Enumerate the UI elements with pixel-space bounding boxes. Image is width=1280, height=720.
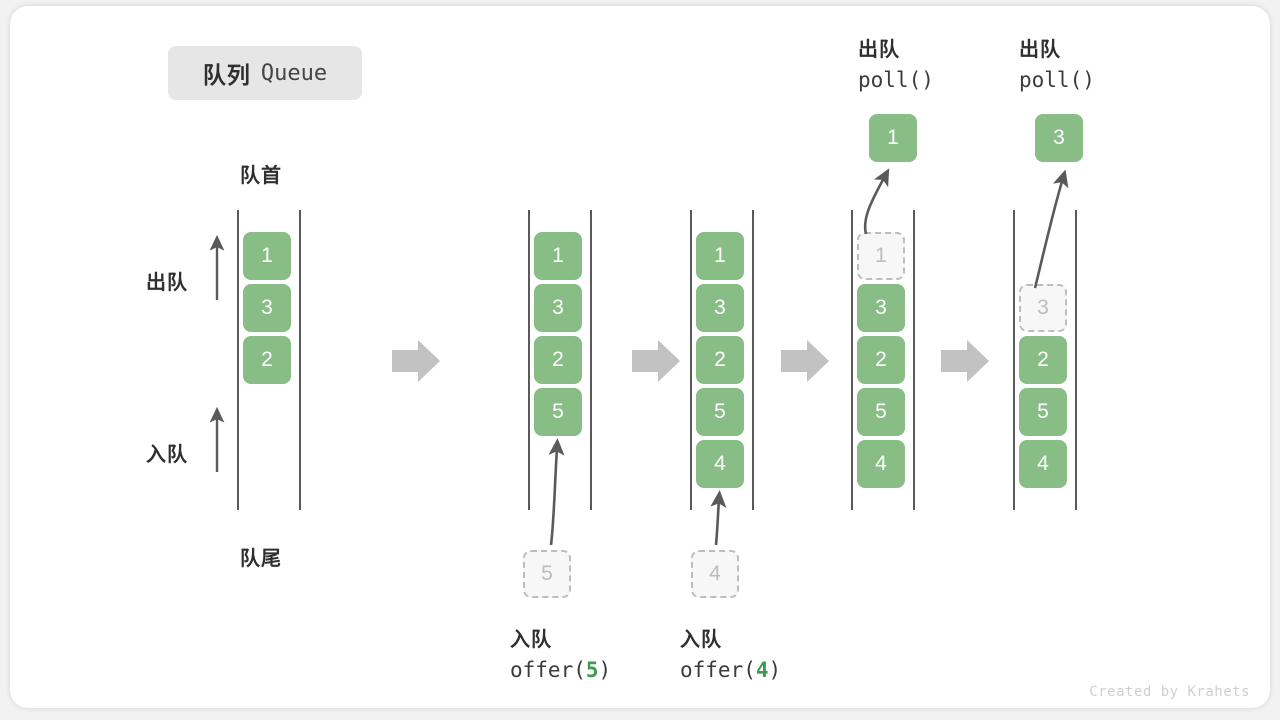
caption-cn-offer-4: 入队: [680, 629, 722, 651]
queue-element: 5: [696, 388, 744, 436]
queue-element: 3: [857, 284, 905, 332]
caption-code-poll-3: poll(): [1019, 68, 1095, 92]
caption-code-poll-1: poll(): [858, 68, 934, 92]
dequeued-element: 1: [869, 114, 917, 162]
queue-rail-left-s4: [851, 210, 853, 510]
code-suffix: ): [768, 658, 782, 682]
queue-element: 5: [534, 388, 582, 436]
queue-element: 1: [243, 232, 291, 280]
queue-element: 5: [857, 388, 905, 436]
caption-code-offer-5: offer(5): [510, 658, 611, 682]
code-prefix: poll(: [1019, 68, 1083, 92]
queue-element-ghost: 1: [857, 232, 905, 280]
queue-element: 3: [696, 284, 744, 332]
code-suffix: ): [598, 658, 612, 682]
diagram-card: [10, 6, 1270, 708]
code-prefix: poll(: [858, 68, 922, 92]
code-prefix: offer(: [680, 658, 756, 682]
queue-element: 2: [1019, 336, 1067, 384]
code-value: 4: [755, 658, 769, 682]
queue-rail-right-s2: [590, 210, 592, 510]
queue-element: 4: [857, 440, 905, 488]
incoming-element-ghost: 4: [691, 550, 739, 598]
queue-element: 1: [696, 232, 744, 280]
queue-rail-left-s5: [1013, 210, 1015, 510]
caption-code-offer-4: offer(4): [680, 658, 781, 682]
title-badge: 队列 Queue: [168, 46, 362, 100]
queue-element: 3: [243, 284, 291, 332]
label-queue-rear: 队尾: [240, 548, 282, 570]
queue-element-ghost: 3: [1019, 284, 1067, 332]
queue-rail-right-s5: [1075, 210, 1077, 510]
queue-rail-left-s1: [237, 210, 239, 510]
label-enqueue-direction: 入队: [146, 444, 188, 466]
title-chinese: 队列: [202, 62, 251, 88]
label-queue-front: 队首: [240, 165, 282, 187]
queue-element: 4: [1019, 440, 1067, 488]
queue-element: 1: [534, 232, 582, 280]
queue-rail-right-s4: [913, 210, 915, 510]
caption-cn-offer-5: 入队: [510, 629, 552, 651]
incoming-element-ghost: 5: [523, 550, 571, 598]
watermark: Created by Krahets: [1089, 684, 1250, 700]
queue-element: 3: [534, 284, 582, 332]
code-suffix: ): [1082, 68, 1095, 92]
code-suffix: ): [921, 68, 934, 92]
queue-element: 2: [857, 336, 905, 384]
queue-element: 5: [1019, 388, 1067, 436]
dequeued-element: 3: [1035, 114, 1083, 162]
queue-rail-left-s2: [528, 210, 530, 510]
queue-rail-left-s3: [690, 210, 692, 510]
queue-element: 4: [696, 440, 744, 488]
queue-element: 2: [696, 336, 744, 384]
queue-rail-right-s3: [752, 210, 754, 510]
queue-element: 2: [243, 336, 291, 384]
caption-cn-poll-3: 出队: [1019, 39, 1061, 61]
title-english: Queue: [260, 60, 328, 86]
label-dequeue-direction: 出队: [146, 272, 188, 294]
code-prefix: offer(: [510, 658, 586, 682]
code-value: 5: [585, 658, 599, 682]
caption-cn-poll-1: 出队: [858, 39, 900, 61]
queue-element: 2: [534, 336, 582, 384]
queue-rail-right-s1: [299, 210, 301, 510]
